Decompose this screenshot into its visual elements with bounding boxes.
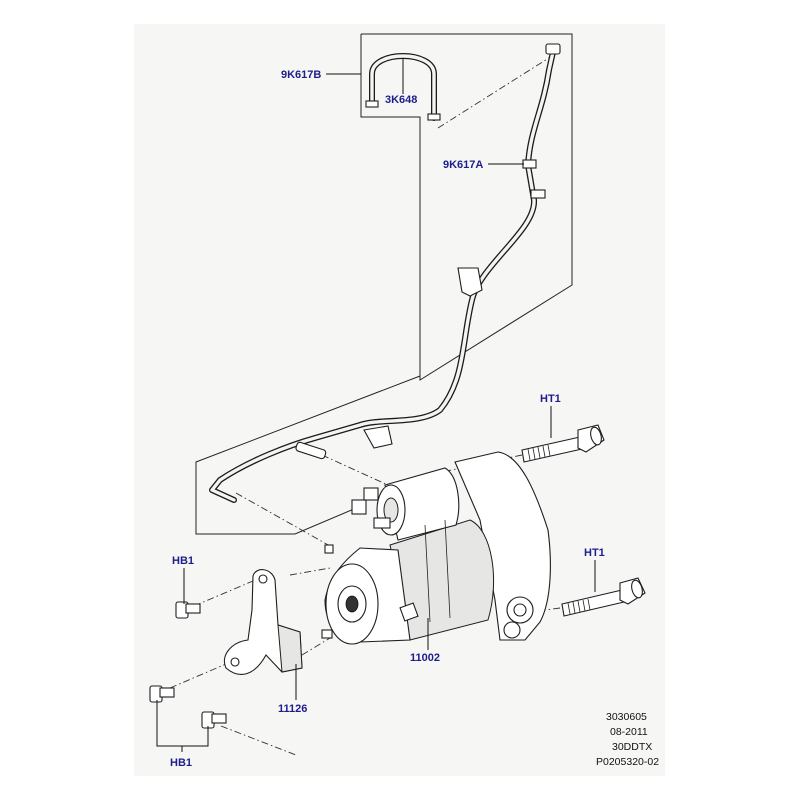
bolt-ht1-lower bbox=[561, 577, 646, 617]
u-hose-3k648 bbox=[365, 53, 441, 121]
callout-9k617a: 9K617A bbox=[443, 159, 483, 171]
footer-figure-id: P0205320-02 bbox=[596, 756, 659, 768]
diagram-panel bbox=[134, 24, 665, 776]
callout-11002: 11002 bbox=[410, 652, 440, 664]
hose-9k617a bbox=[209, 43, 561, 503]
starter-motor-11002 bbox=[321, 451, 551, 645]
bracket-11126 bbox=[224, 569, 303, 675]
callout-hb1-upper: HB1 bbox=[172, 555, 194, 567]
callout-leaders bbox=[156, 58, 596, 752]
callout-ht1-lower: HT1 bbox=[584, 547, 605, 559]
bolt-hb1-upper bbox=[175, 601, 201, 619]
callout-hb1-lower: HB1 bbox=[170, 757, 192, 769]
callout-11126: 11126 bbox=[278, 703, 307, 715]
assembly-leader-lines bbox=[169, 55, 561, 756]
callout-ht1-upper: HT1 bbox=[540, 393, 561, 405]
footer-model-code: 30DDTX bbox=[612, 741, 652, 753]
callout-9k617b: 9K617B bbox=[281, 69, 321, 81]
callout-3k648: 3K648 bbox=[385, 94, 417, 106]
hose-group-outline bbox=[195, 33, 573, 535]
footer-ref-number: 3030605 bbox=[606, 711, 647, 723]
footer-date: 08-2011 bbox=[610, 726, 648, 738]
bolt-ht1-upper bbox=[521, 424, 605, 463]
bolt-hb1-lower-pair bbox=[149, 685, 227, 729]
